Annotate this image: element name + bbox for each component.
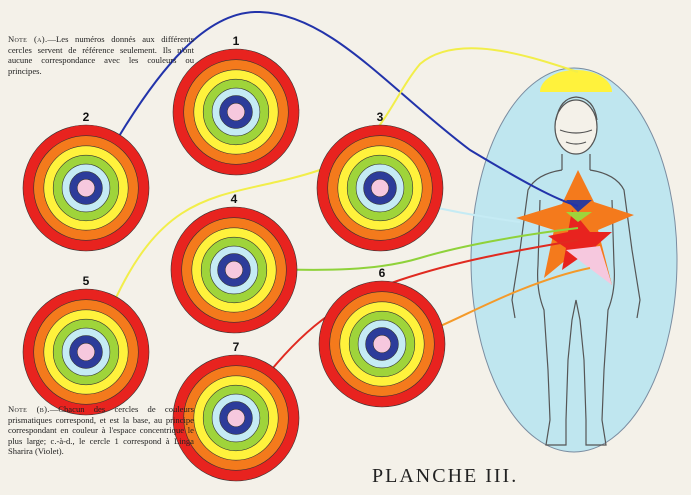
circle-2-number: 2	[83, 110, 90, 124]
circle-6-number: 6	[379, 266, 386, 280]
note-a-label: Note (a).	[8, 34, 48, 44]
circle-7: 7	[172, 340, 300, 482]
note-a: Note (a).—Les numéros donnés aux différe…	[8, 34, 194, 76]
circle-7-ring-7	[226, 408, 246, 428]
circle-6-ring-7	[372, 334, 392, 354]
circle-6: 6	[318, 266, 446, 408]
note-b-text: —Chacun des cercles de couleurs prismati…	[8, 404, 194, 456]
circle-1-ring-7	[226, 102, 246, 122]
line-circle7-red	[253, 239, 579, 393]
circle-3: 3	[316, 110, 444, 252]
circle-4: 4	[170, 192, 298, 334]
plate-title: PLANCHE III.	[372, 465, 519, 487]
circle-5-ring-7	[76, 342, 96, 362]
note-a-text: —Les numéros donnés aux différents cercl…	[8, 34, 194, 76]
line-circle4-green	[244, 227, 579, 271]
circle-1: 1	[172, 34, 300, 176]
circle-2: 2	[22, 110, 150, 252]
prismatic-circles: 1 2 3 4 5 6 7	[22, 34, 446, 482]
head-halo	[540, 70, 612, 92]
circle-1-number: 1	[233, 34, 240, 48]
circle-5-number: 5	[83, 274, 90, 288]
circle-4-number: 4	[231, 192, 238, 206]
note-b: Note (b).—Chacun des cercles de couleurs…	[8, 404, 194, 457]
circle-3-ring-7	[370, 178, 390, 198]
circle-4-ring-7	[224, 260, 244, 280]
human-figure	[511, 96, 641, 446]
circle-3-number: 3	[377, 110, 384, 124]
line-circle2-blue	[95, 10, 579, 207]
circle-2-ring-7	[76, 178, 96, 198]
circle-5: 5	[22, 274, 150, 416]
circle-7-number: 7	[233, 340, 240, 354]
note-b-label: Note (b).	[8, 404, 50, 414]
